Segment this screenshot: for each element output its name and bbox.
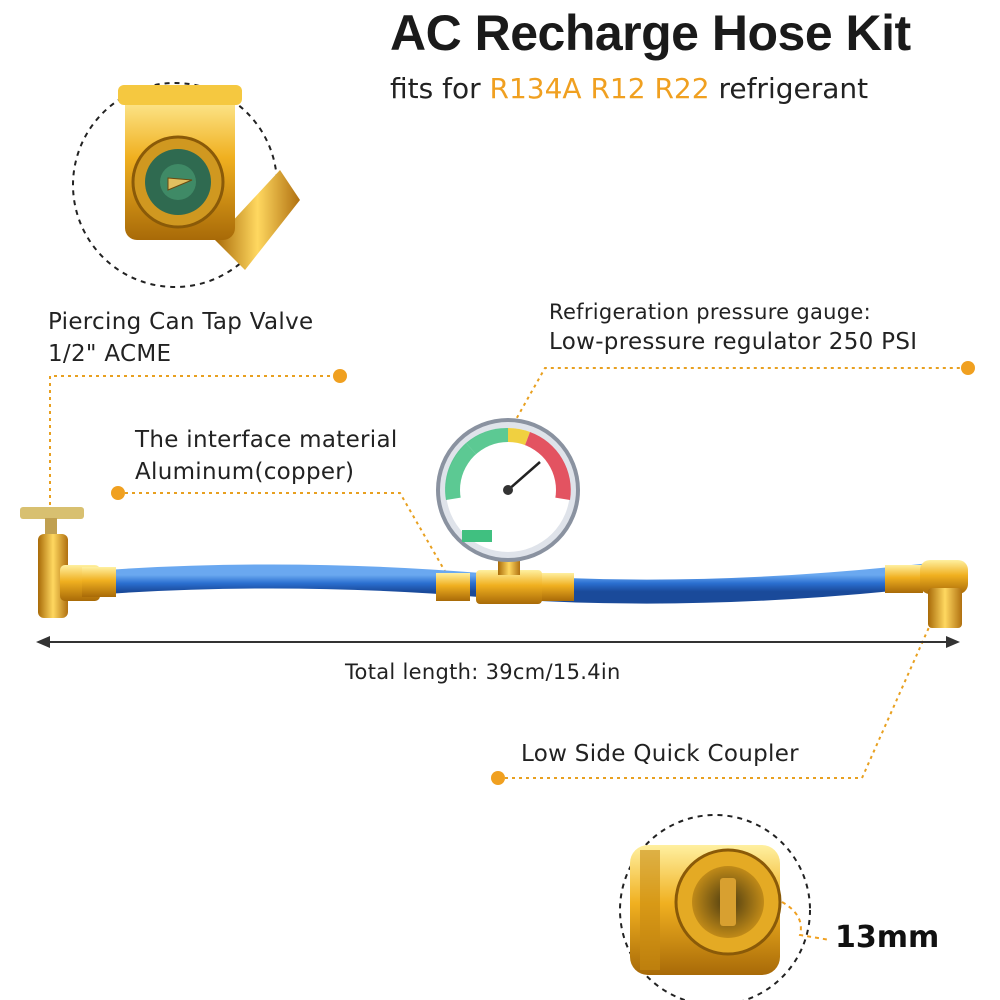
coupler-dot xyxy=(491,771,505,785)
page-title: AC Recharge Hose Kit xyxy=(390,5,911,61)
gauge-dot xyxy=(961,361,975,375)
page-subtitle: fits for R134A R12 R22 refrigerant xyxy=(390,72,990,105)
interface-label: The interface material Aluminum(copper) xyxy=(135,424,398,488)
tap-valve-label-line1: Piercing Can Tap Valve xyxy=(48,309,314,335)
leader-lines xyxy=(49,367,968,779)
coupler-size-label: 13mm xyxy=(835,920,940,955)
gauge-label-line2: Low-pressure regulator 250 PSI xyxy=(549,329,918,355)
interface-dot xyxy=(111,486,125,500)
coupler-label: Low Side Quick Coupler xyxy=(521,741,799,767)
quick-coupler xyxy=(885,560,968,628)
subtitle-refrigerants: R134A R12 R22 xyxy=(489,72,710,105)
interface-label-line1: The interface material xyxy=(135,427,398,453)
interface-label-line2: Aluminum(copper) xyxy=(135,459,355,485)
length-dimension-line xyxy=(36,636,960,648)
tap-valve-label-line2: 1/2" ACME xyxy=(48,341,172,367)
gauge-label-line1: Refrigeration pressure gauge: xyxy=(549,300,871,324)
tap-valve-closeup xyxy=(72,82,300,288)
tap-valve-label: Piercing Can Tap Valve 1/2" ACME xyxy=(48,306,313,370)
piercing-valve xyxy=(20,507,116,618)
tap-dot xyxy=(333,369,347,383)
coupler-closeup xyxy=(619,814,831,1000)
total-length-label: Total length: 39cm/15.4in xyxy=(345,660,621,684)
subtitle-prefix: fits for xyxy=(390,72,490,105)
subtitle-suffix: refrigerant xyxy=(709,72,869,105)
pressure-gauge xyxy=(436,418,580,562)
center-fitting xyxy=(436,545,574,604)
